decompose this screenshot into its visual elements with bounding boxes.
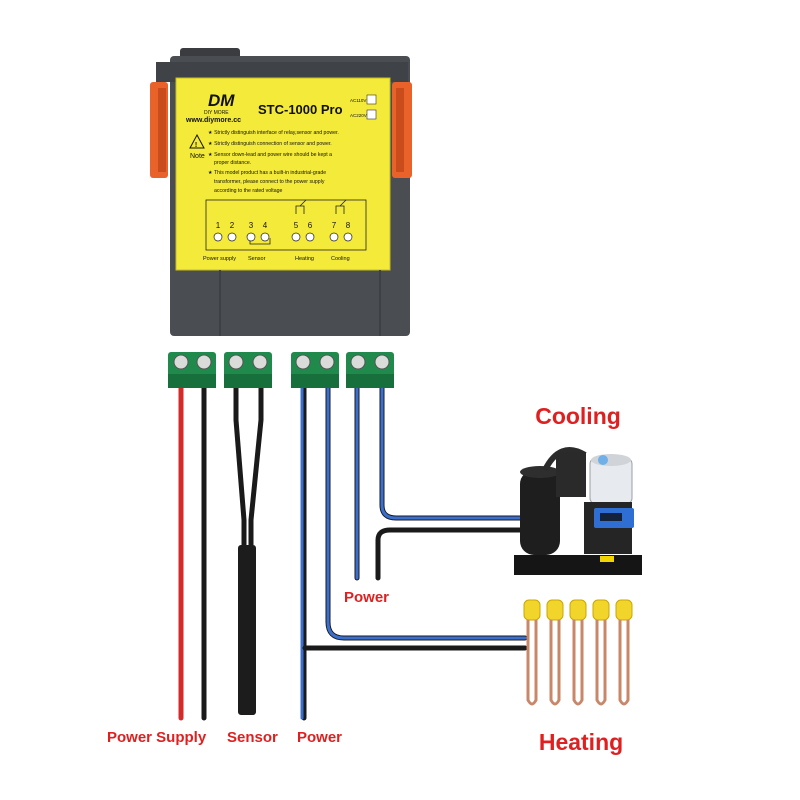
sensor-wire-1 [233,385,247,548]
compressor-icon [514,447,642,575]
screw-icon [295,354,311,370]
compressor-base [514,555,642,575]
screw-icon [252,354,268,370]
cooling-label: Cooling [535,403,621,429]
sensor-probe [238,545,256,715]
terminal-2: 2 [230,221,235,230]
controller-unit: DM DIY MORE www.diymore.cc STC-1000 Pro … [150,48,412,336]
screw-icon [374,354,390,370]
cooling-power-label: Power [344,589,389,606]
terminal-4: 4 [263,221,268,230]
heating-element [615,599,633,706]
group-label-heating: Heating [295,256,314,262]
device-label-panel [175,77,391,271]
brand-logo: DM [208,91,235,110]
warning-sticker-icon [600,556,614,562]
cooling-wire-blue [380,386,524,520]
note-line-4: proper distance. [214,160,251,166]
svg-text:!: ! [195,142,197,149]
cooling-wire-black [375,527,525,581]
terminal-block-cooling [346,352,394,388]
terminal-numbers: 1 2 3 4 5 6 7 8 [213,221,353,242]
terminal-8: 8 [346,221,351,230]
brand-website: www.diymore.cc [185,117,241,124]
terminal-block-power [168,352,216,388]
note-line-2: ★ Strictly distinguish connection of sen… [208,141,332,147]
note-line-1: ★ Strictly distinguish interface of rela… [208,130,339,136]
terminal-3: 3 [249,221,254,230]
voltage-option-220: AC220V [350,113,367,118]
voltage-checkbox-110 [366,94,377,105]
group-label-cooling: Cooling [331,256,350,262]
note-line-5: ★ This model product has a built-in indu… [208,170,326,176]
terminal-schematic [205,199,367,251]
voltage-option-110: AC110V [350,98,366,103]
terminal-block-sensor [224,352,272,388]
terminal-block-heating [291,352,339,388]
sensor-wire-2 [248,385,264,548]
group-label-sensor: Sensor [248,256,266,262]
screw-icon [228,354,244,370]
terminal-7: 7 [332,221,337,230]
note-line-7: according to the rated voltage [214,188,282,194]
screw-icon [350,354,366,370]
brand-name: DIY MORE [204,110,229,116]
terminal-5: 5 [294,221,299,230]
note-line-3: ★ Sensor down-lead and power wire should… [208,152,332,158]
heating-element [523,599,541,706]
heating-wire-blue [326,386,527,640]
heating-label: Heating [539,729,623,755]
terminal-1: 1 [216,221,221,230]
group-label-power-supply: Power supply [203,256,236,262]
heating-element [546,599,564,706]
warning-icon [189,133,205,149]
screw-icon [319,354,335,370]
wires [178,385,528,721]
model-name: STC-1000 Pro [258,102,343,117]
sensor-label: Sensor [227,729,278,746]
terminal-6: 6 [308,221,313,230]
heating-elements-icon [523,599,633,706]
housing-top-lip [156,62,408,82]
power-supply-label: Power Supply [107,729,207,746]
screw-icon [196,354,212,370]
heating-power-label: Power [297,729,342,746]
note-line-6: transformer, please connect to the power… [214,179,325,185]
screw-icon [173,354,189,370]
terminal-blocks [168,352,394,388]
voltage-checkbox-220 [366,109,377,120]
note-label: Note [190,153,205,160]
heating-element [569,599,587,706]
heating-element [592,599,610,706]
